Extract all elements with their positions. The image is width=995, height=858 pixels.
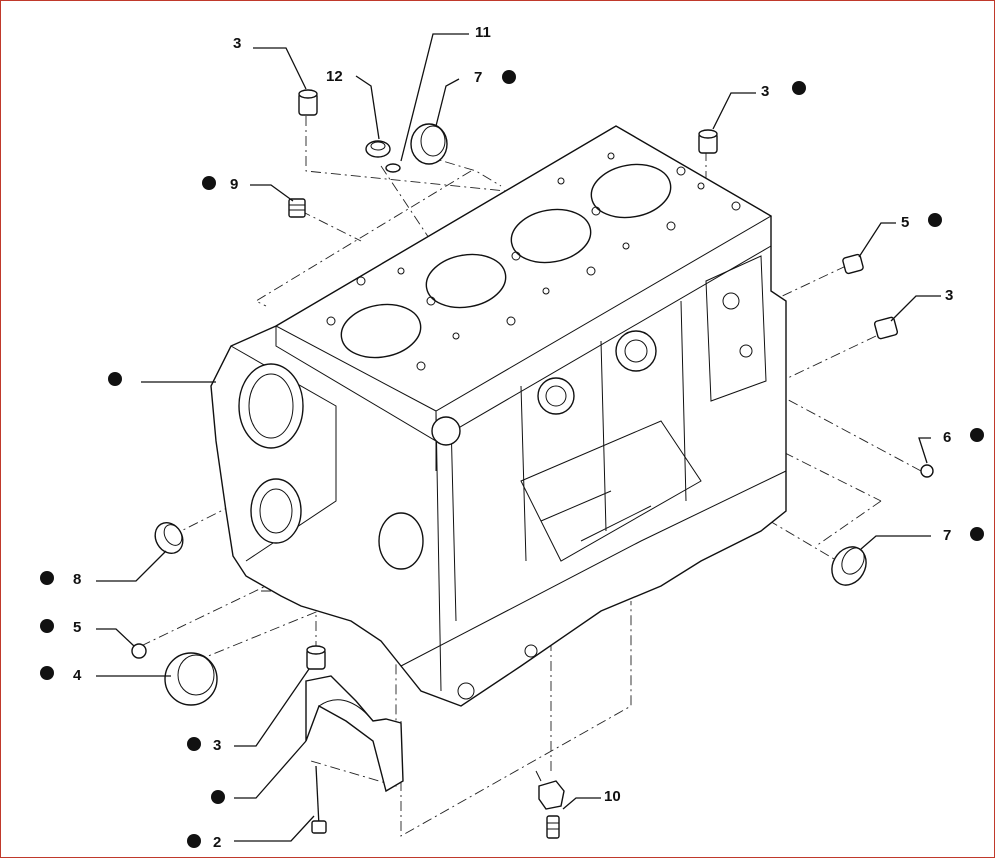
main-bearing-cap: [305, 675, 404, 793]
deck-holes: [326, 152, 741, 371]
callout-label: 7: [474, 69, 482, 86]
top-deck: [274, 125, 772, 412]
assembly-line: [760, 265, 847, 307]
cup-plug: [154, 521, 184, 555]
callout-label: 11: [475, 24, 491, 41]
cup-plug: [410, 123, 448, 165]
cylinder-bore-3: [510, 208, 592, 264]
assembly-line: [380, 165, 432, 242]
side-boss: [431, 416, 461, 446]
assembly-line: [400, 601, 632, 837]
replace-marker-dot: [211, 790, 225, 804]
callout-label: 10: [604, 788, 621, 805]
callout-c5b: 5: [40, 619, 81, 636]
cylinder-block: [210, 125, 787, 707]
replace-marker-dot: [502, 70, 516, 84]
replace-marker-dot: [187, 834, 201, 848]
callout-c3b: 3: [761, 81, 806, 100]
replace-marker-dot: [108, 372, 122, 386]
assembly-line: [770, 335, 877, 387]
front-bore-upper: [238, 363, 304, 449]
pan-flange: [400, 470, 787, 667]
assembly-line: [815, 500, 882, 547]
dowel-sleeve: [298, 89, 318, 116]
callout-c8: 8: [40, 571, 81, 588]
cup-plug: [831, 546, 867, 586]
cap-bolt: [311, 765, 327, 834]
callout-ccap: [211, 790, 225, 804]
replace-marker-dot: [792, 81, 806, 95]
replace-marker-dot: [40, 571, 54, 585]
dowel-sleeve: [873, 316, 899, 340]
callout-c12: 12: [326, 68, 343, 85]
assembly-line: [170, 465, 312, 537]
replace-marker-dot: [40, 619, 54, 633]
threaded-plug: [288, 198, 306, 218]
replace-marker-dot: [187, 737, 201, 751]
oil-jet: [535, 770, 565, 839]
callout-c5a: 5: [901, 213, 942, 231]
deck-edge: [275, 245, 772, 442]
callout-label: 12: [326, 68, 343, 85]
callout-c4: 4: [40, 666, 82, 684]
callout-c6: 6: [943, 428, 984, 446]
callout-c11: 11: [475, 24, 491, 41]
front-bore-lower: [250, 478, 302, 544]
dowel-sleeve: [306, 645, 326, 670]
side-boss: [615, 330, 657, 372]
callout-label: 4: [73, 667, 82, 684]
callout-label: 8: [73, 571, 81, 588]
callout-c3c: 3: [945, 287, 953, 304]
block-outline: [210, 125, 787, 707]
callout-label: 5: [73, 619, 81, 636]
replace-marker-dot: [202, 176, 216, 190]
callout-c7b: 7: [943, 527, 984, 544]
callout-label: 3: [233, 35, 241, 52]
side-ribs: [450, 300, 687, 622]
callout-cblock: [108, 372, 122, 386]
replace-marker-dot: [970, 428, 984, 442]
callout-label: 5: [901, 214, 909, 231]
assembly-line: [300, 210, 362, 242]
assembly-line: [305, 116, 507, 192]
o-ring: [385, 163, 401, 173]
replace-marker-dot: [928, 213, 942, 227]
assembly-line: [780, 395, 922, 472]
assembly-line: [255, 170, 472, 307]
dowel-sleeve: [698, 129, 718, 154]
crank-bay: [520, 420, 702, 562]
small-plug: [131, 643, 147, 659]
callout-label: 3: [213, 737, 221, 754]
callout-c3d: 3: [187, 737, 221, 754]
callout-c7a: 7: [474, 69, 516, 86]
replace-marker-dot: [40, 666, 54, 680]
camshaft-bushing: [164, 652, 218, 706]
callout-label: 7: [943, 527, 951, 544]
small-plug: [920, 464, 934, 478]
callout-label: 2: [213, 834, 221, 851]
leader-lines: [96, 33, 941, 842]
rear-face-detail: [705, 255, 767, 402]
callout-c2: 2: [187, 834, 221, 851]
cylinder-bore-2: [425, 253, 507, 309]
side-boss: [537, 377, 575, 415]
replace-marker-dot: [970, 527, 984, 541]
callout-c10: 10: [604, 788, 621, 805]
callout-c3a: 3: [233, 35, 241, 52]
main-bearing-bore: [378, 512, 424, 570]
plug: [365, 140, 391, 158]
parts: [131, 89, 934, 839]
callout-label: 6: [943, 429, 951, 446]
callout-label: 9: [230, 176, 238, 193]
cylinder-bore-1: [340, 303, 422, 359]
cylinder-bore-4: [590, 163, 672, 219]
callout-label: 3: [945, 287, 953, 304]
callout-c9: 9: [202, 176, 238, 193]
bushing: [842, 253, 864, 275]
callout-label: 3: [761, 83, 769, 100]
